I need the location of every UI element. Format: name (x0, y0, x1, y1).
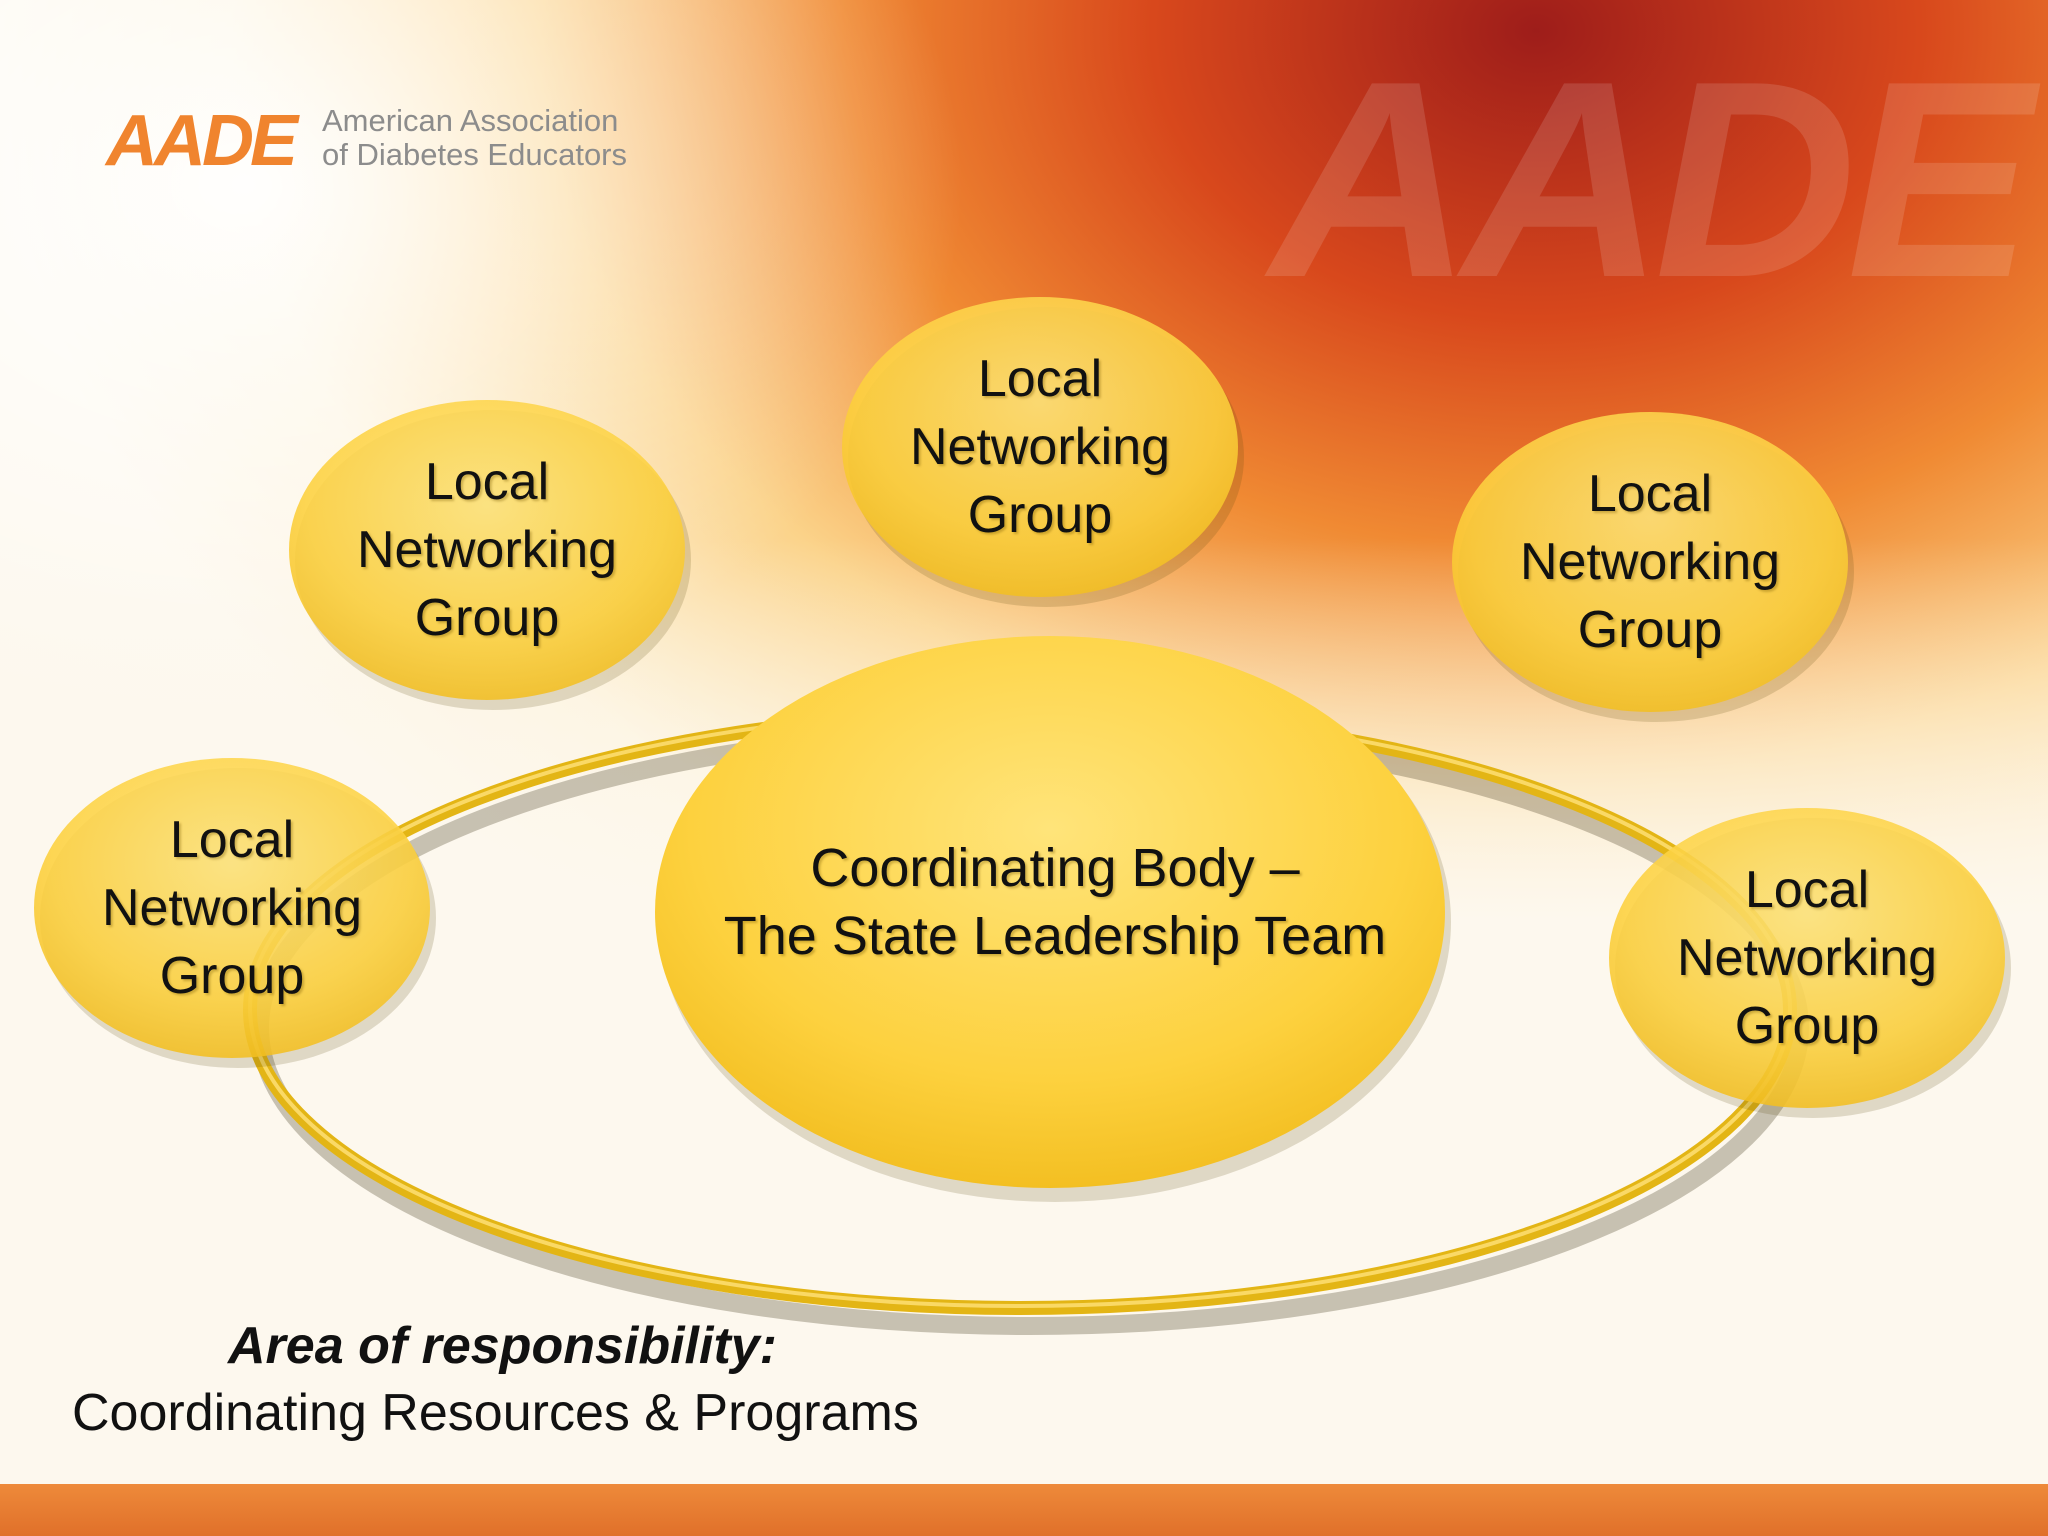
group-label-line2: Networking (356, 521, 618, 579)
local-networking-group-top-right: Local Networking Group (1460, 452, 1840, 672)
local-networking-group-right: Local Networking Group (1617, 848, 1997, 1068)
local-networking-group-top: Local Networking Group (850, 337, 1230, 557)
local-networking-group-node (289, 400, 685, 700)
local-networking-group-node (1609, 808, 2005, 1108)
local-networking-group-left: Local Networking Group (42, 798, 422, 1018)
group-label-line1: Local (1587, 465, 1713, 523)
center-label-line1: Coordinating Body – (810, 838, 1300, 898)
group-label-line1: Local (1744, 861, 1870, 919)
group-label-line2: Networking (1519, 533, 1781, 591)
local-networking-group-node (1452, 412, 1848, 712)
footer-subtitle: Coordinating Resources & Programs (72, 1384, 919, 1442)
bottom-bar (0, 1484, 2048, 1536)
group-label-line3: Group (967, 486, 1113, 544)
group-label-line2: Networking (909, 418, 1171, 476)
group-label-line3: Group (1577, 601, 1723, 659)
group-label-line1: Local (169, 811, 295, 869)
group-label-line2: Networking (1676, 929, 1938, 987)
center-label-line2: The State Leadership Team (723, 906, 1387, 966)
footer-heading: Area of responsibility: (228, 1317, 777, 1375)
organization-name-line2: of Diabetes Educators (322, 137, 628, 172)
aade-logo: AADE (106, 101, 298, 181)
local-networking-group-node (34, 758, 430, 1058)
organization-name-line1: American Association (322, 103, 619, 138)
group-label-line1: Local (424, 453, 550, 511)
group-label-line3: Group (159, 947, 305, 1005)
watermark-logo: AADE (1270, 24, 2033, 336)
local-networking-group-node (842, 297, 1238, 597)
group-label-line1: Local (977, 350, 1103, 408)
coordinating-body-node (655, 636, 1445, 1188)
local-networking-group-top-left: Local Networking Group (297, 440, 677, 660)
group-label-line2: Networking (101, 879, 363, 937)
organization-name: American Association of Diabetes Educato… (322, 104, 627, 172)
coordinating-body-label: Coordinating Body – The State Leadership… (675, 822, 1435, 982)
group-label-line3: Group (1734, 997, 1880, 1055)
group-label-line3: Group (414, 589, 560, 647)
